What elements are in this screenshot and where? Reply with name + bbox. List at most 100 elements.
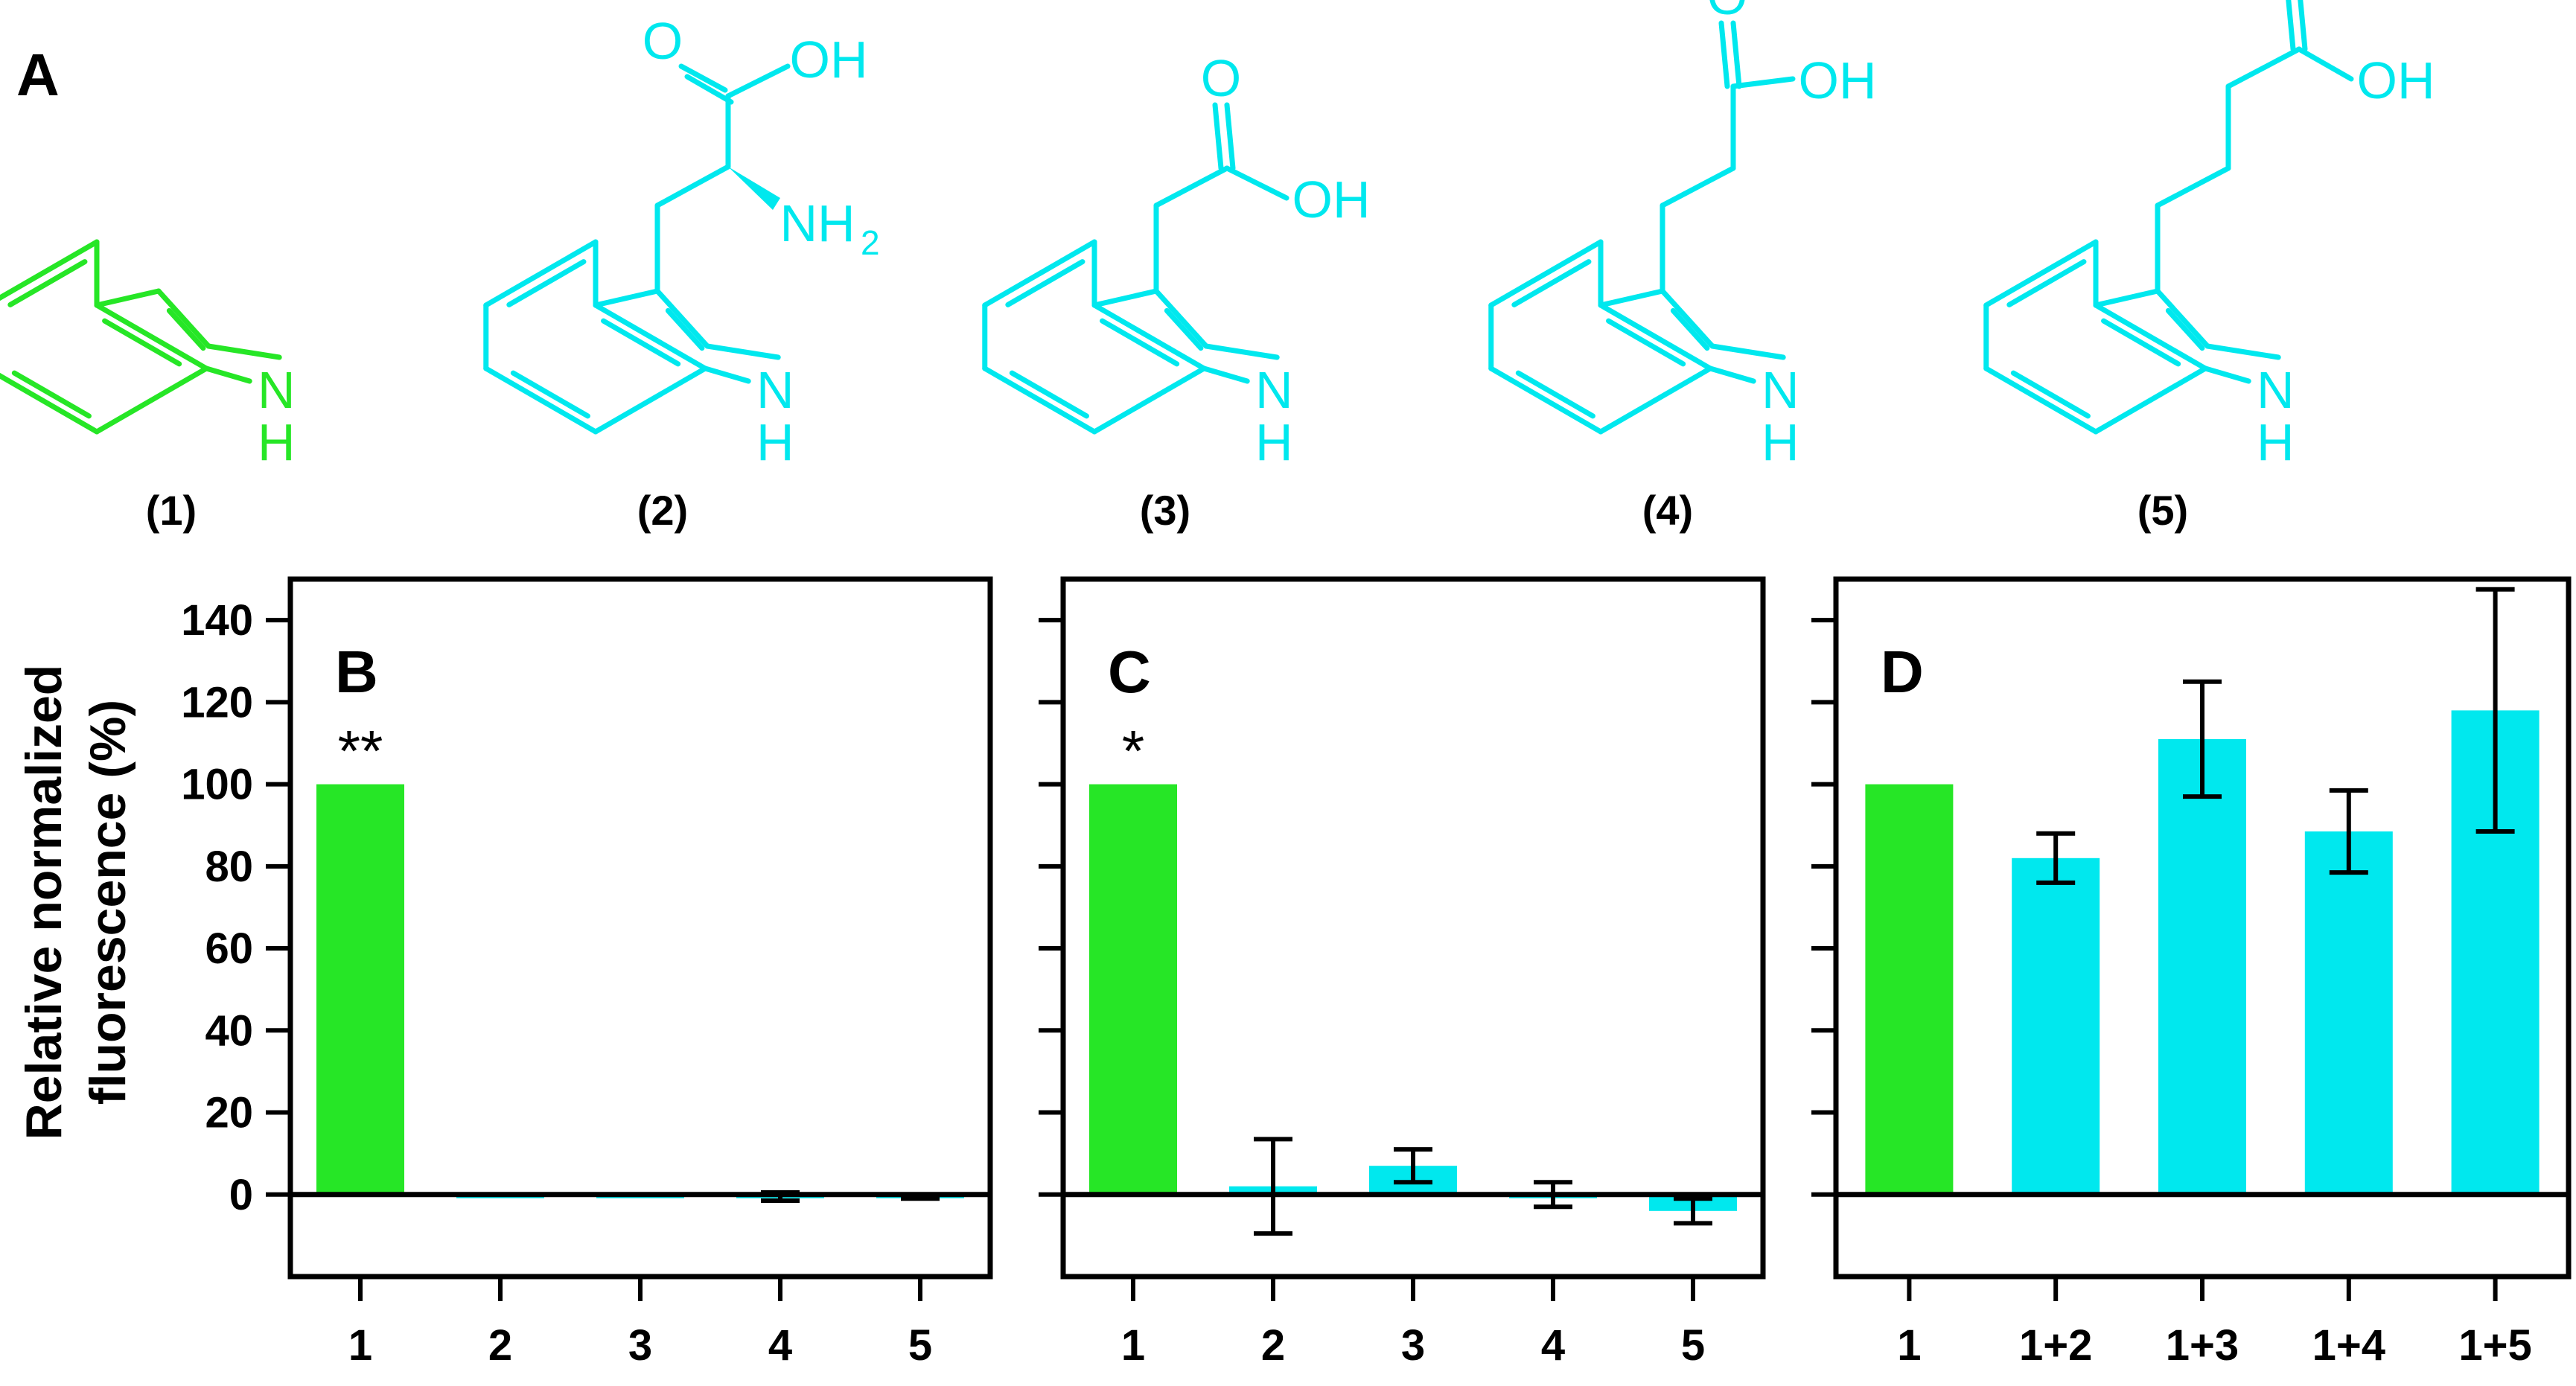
atom-o: O [1201, 49, 1241, 107]
bond [0, 239, 100, 301]
bond [1091, 365, 1207, 435]
double-bond [601, 318, 681, 367]
double-bond [166, 307, 206, 351]
panel-c-x-tick-label: 5 [1681, 1321, 1705, 1370]
panel-d-x-tick-label: 1 [1897, 1321, 1921, 1370]
double-bond [1515, 370, 1595, 419]
y-tick-label: 20 [205, 1089, 253, 1137]
double-bond [2165, 307, 2205, 351]
compound-3-label: (3) [1140, 487, 1190, 534]
bond [593, 365, 708, 435]
panel-b-bar [316, 784, 404, 1195]
atom-n: N [1255, 361, 1293, 419]
y-tick-label: 120 [181, 678, 253, 726]
wedge-bond [728, 167, 780, 210]
bond [1212, 102, 1224, 171]
panel-d-letter: D [1881, 639, 1924, 705]
bond [2093, 365, 2208, 435]
bond [2202, 365, 2251, 384]
compound-5-label: (5) [2137, 487, 2188, 534]
bond [94, 302, 209, 371]
bond [678, 63, 728, 93]
double-bond [1009, 370, 1089, 419]
bond [1718, 20, 1730, 89]
y-tick-label: 0 [229, 1171, 253, 1219]
atom-oh: OH [1292, 170, 1371, 229]
panel-c-bar [1089, 784, 1177, 1195]
atom-h: H [1762, 413, 1799, 471]
bond [982, 365, 1097, 435]
bond [1660, 288, 1715, 349]
bond [483, 239, 599, 308]
atom-o: O [643, 12, 683, 70]
bond [94, 288, 162, 308]
bond [1660, 165, 1736, 208]
double-bond [506, 259, 587, 307]
atom-oh: OH [2357, 51, 2435, 109]
atom-oh: OH [1799, 51, 1877, 109]
bond [1983, 365, 2099, 435]
bond [1091, 302, 1207, 371]
panel-d-x-tick-label: 1+5 [2458, 1321, 2531, 1370]
bond [1203, 343, 1280, 360]
compound-4-label: (4) [1642, 487, 1693, 534]
atom-nh: NH [780, 194, 855, 252]
panel-d-x-tick-label: 1+2 [2019, 1321, 2092, 1370]
bond [1598, 365, 1713, 435]
bond [1598, 302, 1713, 371]
atom-n: N [1762, 361, 1799, 419]
bond [1598, 288, 1665, 308]
panel-c-x-tick-label: 3 [1401, 1321, 1425, 1370]
bond [1224, 165, 1289, 201]
double-bond [102, 318, 182, 367]
bond [2296, 46, 2354, 82]
atom-subscript: 2 [861, 223, 880, 262]
bond [2093, 288, 2161, 308]
bond [1730, 20, 1742, 89]
bond [1224, 102, 1236, 171]
atom-n: N [2257, 361, 2295, 419]
compound-3-structure: NH O OH (3) [982, 49, 1371, 534]
bond [156, 288, 211, 349]
bond [1153, 165, 1230, 208]
atom-n: N [756, 361, 794, 419]
panel-c-letter: C [1108, 639, 1151, 705]
bond [2286, 0, 2296, 52]
panel-b-x-tick-label: 1 [348, 1321, 372, 1370]
bond [203, 365, 252, 384]
double-bond [1606, 318, 1686, 367]
y-axis-label: Relative normalized fluorescence (%) [16, 665, 136, 1140]
bond [2204, 343, 2281, 360]
bond [1201, 365, 1250, 384]
atom-o: O [1707, 0, 1747, 25]
double-bond [2010, 370, 2091, 419]
panel-d-x-tick-label: 1+3 [2166, 1321, 2239, 1370]
y-tick-label: 60 [205, 924, 253, 973]
double-bond [1670, 307, 1710, 351]
panel-d-bar [2012, 858, 2100, 1195]
bond [654, 164, 731, 208]
bond [982, 239, 1097, 308]
bond [704, 343, 781, 360]
bond [0, 372, 100, 435]
double-bond [510, 370, 590, 419]
panel-c-significance-marker: * [1122, 718, 1144, 784]
panel-b-significance-marker: ** [338, 718, 383, 784]
bond [1488, 239, 1604, 308]
bond [1983, 239, 2099, 308]
bond [2155, 288, 2210, 349]
atom-h: H [1255, 413, 1293, 471]
panel-c-x-tick-label: 4 [1541, 1321, 1565, 1370]
atom-oh: OH [790, 31, 868, 89]
panel-b-letter: B [335, 639, 378, 705]
atom-h: H [756, 413, 794, 471]
atom-h: H [2257, 413, 2295, 471]
double-bond [665, 307, 705, 351]
bond [2225, 46, 2302, 89]
double-bond [2101, 318, 2181, 367]
bond [725, 63, 791, 99]
atom-h: H [258, 413, 296, 471]
